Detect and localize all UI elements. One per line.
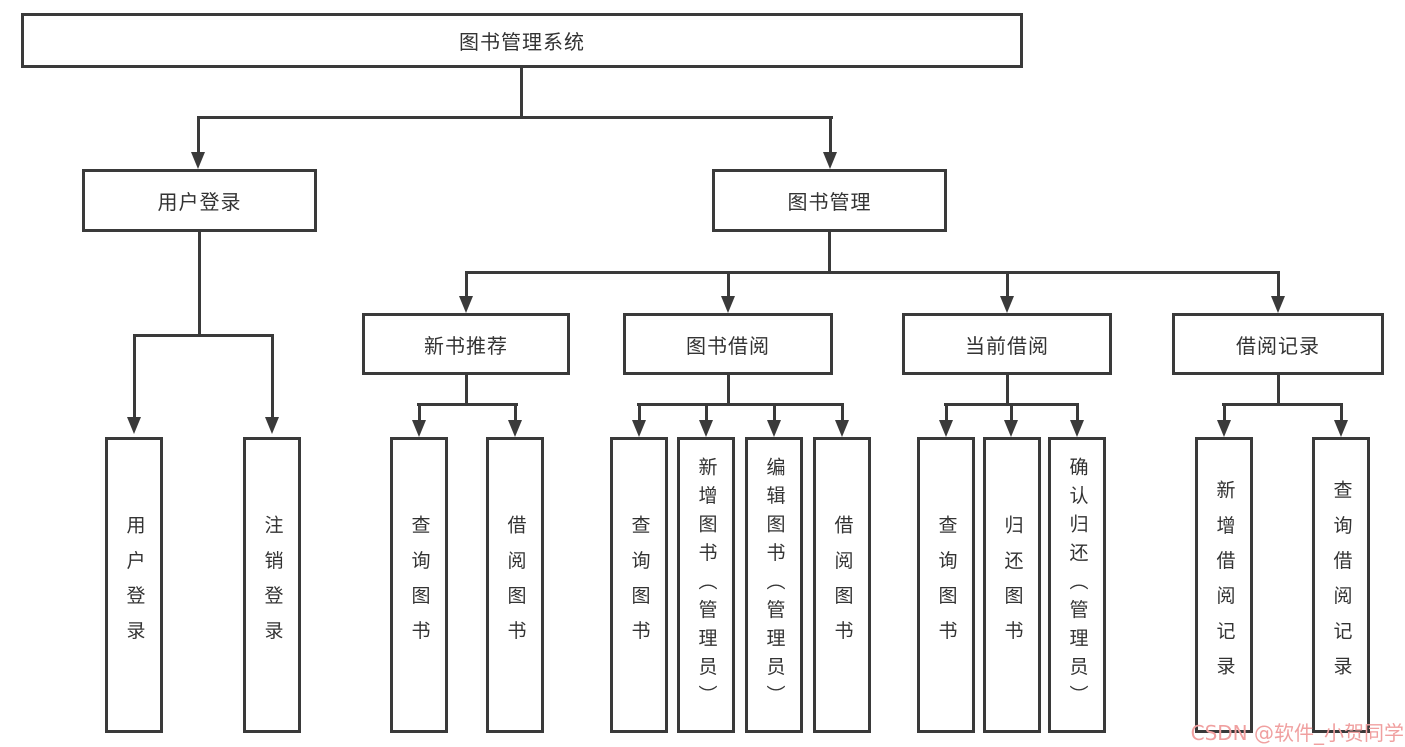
connector-bookborrow-down [727, 375, 730, 405]
node-label: 归还图书 [1001, 514, 1024, 656]
node-borrowing-records: 借阅记录 [1172, 313, 1384, 375]
node-book-management: 图书管理 [712, 169, 947, 232]
leaf-logout: 注销登录 [243, 437, 301, 733]
leaf-query-books: 查询图书 [610, 437, 668, 733]
node-user-login: 用户登录 [82, 169, 317, 232]
connector-stub [773, 403, 776, 421]
arrow-down-icon [1070, 420, 1084, 437]
node-label: 新增借阅记录 [1213, 479, 1236, 691]
leaf-edit-books-admin: 编辑图书（管理员） [745, 437, 803, 733]
connector-g5-horizontal [1222, 403, 1343, 406]
connector-stub-newbookrec [465, 271, 468, 297]
connector-stub [1340, 403, 1343, 421]
node-current-borrowing: 当前借阅 [902, 313, 1112, 375]
arrow-down-icon [1334, 420, 1348, 437]
arrow-down-icon [699, 420, 713, 437]
node-label: 用户登录 [123, 514, 146, 656]
connector-stub-userlogin [197, 116, 200, 153]
arrow-down-icon [632, 420, 646, 437]
arrow-down-icon [1000, 296, 1014, 313]
connector-stub-leaf-logout [271, 334, 274, 418]
connector-stub-bookmgmt [829, 116, 832, 153]
node-label: 查询借阅记录 [1330, 479, 1353, 691]
arrow-down-icon [459, 296, 473, 313]
arrow-down-icon [939, 420, 953, 437]
connector-stub [1223, 403, 1226, 421]
connector-stub-bookborrow [727, 271, 730, 297]
connector-l3-horizontal [465, 271, 1280, 274]
leaf-borrow-books: 借阅图书 [813, 437, 871, 733]
arrow-down-icon [1217, 420, 1231, 437]
connector-stub [1076, 403, 1079, 421]
leaf-query-borrow-record: 查询借阅记录 [1312, 437, 1370, 733]
connector-stub-borrowrecords [1277, 271, 1280, 297]
arrow-down-icon [823, 152, 837, 169]
arrow-down-icon [191, 152, 205, 169]
leaf-add-borrow-record: 新增借阅记录 [1195, 437, 1253, 733]
arrow-down-icon [1271, 296, 1285, 313]
leaf-user-login: 用户登录 [105, 437, 163, 733]
connector-borrowrecords-down [1277, 375, 1280, 405]
node-label: 注销登录 [261, 514, 284, 656]
node-label: 确认归还（管理员） [1066, 456, 1089, 714]
node-label: 当前借阅 [965, 333, 1049, 358]
leaf-borrow-books: 借阅图书 [486, 437, 544, 733]
leaf-add-books-admin: 新增图书（管理员） [677, 437, 735, 733]
connector-stub [514, 403, 517, 421]
connector-currentborrow-down [1006, 375, 1009, 405]
arrow-down-icon [1004, 420, 1018, 437]
arrow-down-icon [508, 420, 522, 437]
node-label: 借阅记录 [1236, 333, 1320, 358]
node-label: 新增图书（管理员） [695, 456, 718, 714]
arrow-down-icon [835, 420, 849, 437]
connector-g1-horizontal [133, 334, 274, 337]
node-label: 编辑图书（管理员） [763, 456, 786, 714]
node-library-management-system: 图书管理系统 [21, 13, 1023, 68]
leaf-query-books: 查询图书 [917, 437, 975, 733]
node-label: 查询图书 [408, 514, 431, 656]
connector-stub [1010, 403, 1013, 421]
connector-stub [418, 403, 421, 421]
connector-g2-horizontal [417, 403, 518, 406]
connector-newbookrec-down [465, 375, 468, 405]
connector-root-down [520, 68, 523, 117]
leaf-return-books: 归还图书 [983, 437, 1041, 733]
node-label: 用户登录 [157, 190, 242, 214]
arrow-down-icon [412, 420, 426, 437]
node-new-book-recommendation: 新书推荐 [362, 313, 570, 375]
node-label: 图书借阅 [686, 333, 770, 358]
connector-stub [638, 403, 641, 421]
arrow-down-icon [127, 417, 141, 434]
connector-stub [841, 403, 844, 421]
connector-stub [945, 403, 948, 421]
connector-stub [705, 403, 708, 421]
connector-stub-leaf-userlogin [133, 334, 136, 418]
node-book-borrowing: 图书借阅 [623, 313, 833, 375]
leaf-query-books: 查询图书 [390, 437, 448, 733]
connector-l2-horizontal [197, 116, 833, 119]
arrow-down-icon [265, 417, 279, 434]
leaf-confirm-return-admin: 确认归还（管理员） [1048, 437, 1106, 733]
node-label: 新书推荐 [424, 333, 508, 358]
node-label: 查询图书 [935, 514, 958, 656]
connector-userlogin-down [198, 232, 201, 336]
connector-g3-horizontal [637, 403, 844, 406]
arrow-down-icon [767, 420, 781, 437]
node-label: 图书管理 [787, 190, 872, 214]
node-label: 借阅图书 [504, 514, 527, 656]
csdn-watermark: CSDN @软件_小贺同学 [1190, 721, 1404, 745]
connector-bookmgmt-down [828, 232, 831, 273]
node-label: 借阅图书 [831, 514, 854, 656]
arrow-down-icon [721, 296, 735, 313]
connector-stub-currentborrow [1006, 271, 1009, 297]
node-label: 查询图书 [628, 514, 651, 656]
node-label: 图书管理系统 [459, 30, 585, 54]
